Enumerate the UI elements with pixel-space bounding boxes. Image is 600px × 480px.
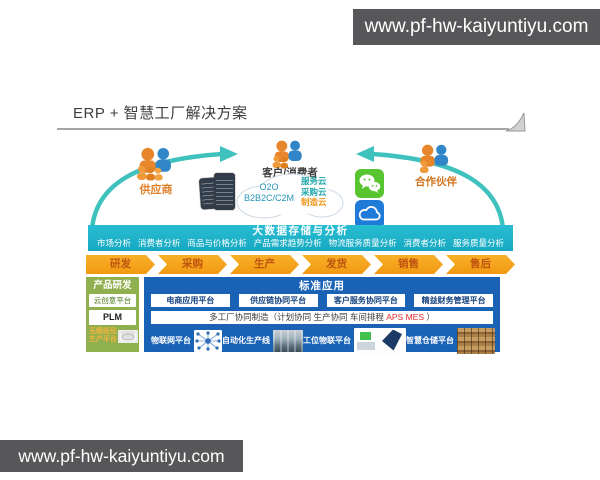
- product-rd-title: 产品研发: [93, 280, 132, 291]
- paperless-thumbnail: [118, 329, 138, 343]
- product-rd-panel: 产品研发 云创意平台 PLM 无图纸化 生产平台: [86, 277, 139, 352]
- multi-factory-suffix: ）: [424, 312, 435, 322]
- process-step-label: 生产: [254, 258, 275, 270]
- customer-people-icon: [272, 140, 302, 169]
- bigdata-analysis-item: 消费者分析: [403, 238, 447, 248]
- cloud-model-b2b2c: B2B2C/C2M: [243, 193, 295, 203]
- app-platform-box: 供应链协同平台: [238, 294, 318, 307]
- bigdata-items: 市场分析消费者分析商品与价格分析产品需求趋势分析物流服务质量分析消费者分析服务质…: [88, 238, 513, 249]
- app-platform-box: 客户服务协同平台: [326, 294, 406, 307]
- cloud-creative-platform: 云创意平台: [89, 294, 136, 307]
- supplier-label: 供应商: [139, 184, 173, 196]
- watermark-top: www.pf-hw-kaiyuntiyu.com: [353, 9, 600, 45]
- multi-factory-bar: 多工厂协同制造（计划协同 生产协同 车间排程 APS MES ）: [151, 311, 493, 324]
- watermark-bottom: www.pf-hw-kaiyuntiyu.com: [0, 440, 243, 472]
- app-platform-box: 精益财务管理平台: [414, 294, 493, 307]
- cloud-platform: O2O B2B2C/C2M 服务云采购云制造云: [234, 169, 346, 221]
- process-step: 研发: [86, 255, 155, 274]
- wechat-icon: [355, 169, 384, 198]
- standard-apps-title: 标准应用: [299, 280, 345, 292]
- bigdata-analysis-item: 服务质量分析: [452, 238, 504, 248]
- cloud-shape: [236, 173, 344, 219]
- process-step: 售后: [446, 255, 515, 274]
- page-curl-icon: [505, 112, 526, 132]
- bigdata-analysis-item: 物流服务质量分析: [328, 238, 397, 248]
- app-platform-box: 电商应用平台: [151, 294, 230, 307]
- cloud-services: 服务云采购云制造云: [301, 176, 327, 208]
- process-step: 发货: [302, 255, 371, 274]
- paperless-note-text: 无图纸化 生产平台: [89, 328, 117, 343]
- bigdata-analysis-item: 市场分析: [97, 238, 132, 248]
- supplier-people-icon: [136, 147, 171, 181]
- multi-factory-prefix: 多工厂协同制造（计划协同 生产协同 车间排程: [209, 312, 387, 322]
- warehouse-label: 智慧仓储平台: [406, 336, 454, 345]
- process-step-label: 采购: [182, 258, 203, 270]
- iot-network-thumbnail: [194, 329, 222, 352]
- cloud-service-label: 服务云: [301, 176, 327, 186]
- app-platform-row: 电商应用平台供应链协同平台客户服务协同平台精益财务管理平台: [151, 294, 493, 307]
- bottom-platform-row: 物联网平台: [151, 327, 495, 354]
- process-step: 生产: [230, 255, 299, 274]
- production-line-thumbnail: [273, 329, 303, 352]
- bigdata-analysis-item: 产品需求趋势分析: [253, 238, 322, 248]
- bigdata-analysis-item: 消费者分析: [137, 238, 181, 248]
- standard-apps-panel: 标准应用 电商应用平台供应链协同平台客户服务协同平台精益财务管理平台 多工厂协同…: [144, 277, 500, 354]
- bigdata-bar: 大数据存储与分析 市场分析消费者分析商品与价格分析产品需求趋势分析物流服务质量分…: [88, 225, 513, 251]
- iot-platform-label: 物联网平台: [151, 336, 191, 345]
- multi-factory-highlight: APS MES: [386, 312, 424, 322]
- cloud-service-label: 制造云: [301, 197, 327, 207]
- cloud-models: O2O B2B2C/C2M: [240, 182, 298, 204]
- iot-platform-group: 物联网平台: [151, 329, 222, 352]
- workstation-thumbnail: [354, 327, 406, 354]
- partner-label: 合作伙伴: [415, 176, 457, 188]
- process-flow: 研发 采购 生产 发货 销售 售后: [86, 255, 515, 274]
- mobile-devices-icon: [198, 171, 242, 215]
- watermark-bottom-text: www.pf-hw-kaiyuntiyu.com: [18, 445, 225, 466]
- partner-people-icon: [419, 144, 449, 174]
- warehouse-group: 智慧仓储平台: [406, 327, 495, 354]
- process-step-label: 发货: [326, 258, 347, 270]
- workstation-label: 工位物联平台: [303, 336, 351, 345]
- bigdata-title: 大数据存储与分析: [252, 225, 349, 237]
- process-step: 销售: [374, 255, 443, 274]
- process-step-label: 售后: [470, 258, 491, 270]
- cloud-service-label: 采购云: [301, 186, 327, 197]
- process-step: 采购: [158, 255, 227, 274]
- process-step-label: 研发: [110, 258, 131, 270]
- page-title: ERP + 智慧工厂解决方案: [73, 105, 248, 122]
- watermark-top-text: www.pf-hw-kaiyuntiyu.com: [364, 16, 589, 37]
- cloud-app-icon: [355, 200, 384, 229]
- plm-platform: PLM: [89, 310, 136, 325]
- smartphone-icon: [214, 173, 235, 210]
- cloud-model-o2o: O2O: [259, 182, 279, 192]
- auto-line-group: 自动化生产线: [222, 329, 303, 352]
- bigdata-analysis-item: 商品与价格分析: [187, 238, 247, 248]
- workstation-group: 工位物联平台: [303, 327, 406, 354]
- process-step-label: 销售: [398, 258, 419, 270]
- paperless-production-note: 无图纸化 生产平台: [89, 328, 138, 344]
- title-divider: [57, 128, 509, 130]
- auto-line-label: 自动化生产线: [222, 336, 270, 345]
- warehouse-thumbnail: [457, 327, 495, 354]
